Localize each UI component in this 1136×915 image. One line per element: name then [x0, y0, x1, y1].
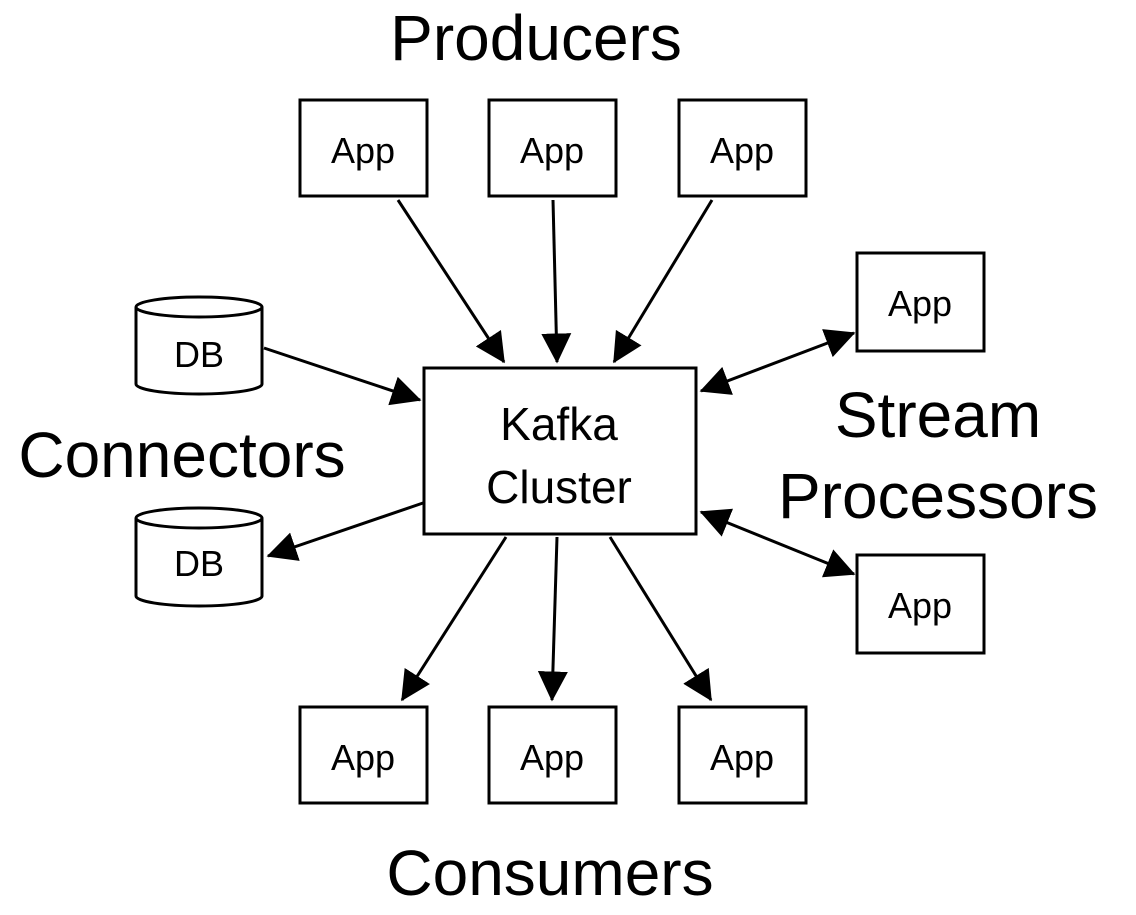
producer-app-1: App — [298, 98, 429, 198]
connector-db-1: DB — [134, 295, 264, 396]
consumer-arrows — [400, 536, 713, 702]
kafka-cluster-label-line2: Cluster — [486, 461, 632, 513]
kafka-cluster-label-line1: Kafka — [500, 398, 618, 450]
consumers-label: Consumers — [386, 837, 713, 909]
consumer-app-3-label: App — [710, 737, 774, 778]
producer-app-3: App — [677, 98, 808, 198]
consumer-app-2-label: App — [520, 737, 584, 778]
stream-processors-label-line2: Processors — [778, 460, 1098, 532]
consumer-app-3: App — [677, 705, 808, 805]
producers-label: Producers — [390, 2, 682, 74]
connector-db-2-label: DB — [174, 543, 224, 584]
producer-app-2: App — [487, 98, 618, 198]
arrow-db-in — [263, 346, 422, 406]
arrow-consumer-2 — [537, 536, 568, 702]
arrow-producer-1 — [396, 199, 506, 364]
stream-processors-label-line1: Stream — [835, 379, 1041, 451]
producer-arrows — [396, 199, 714, 364]
consumer-app-1: App — [298, 705, 429, 805]
arrow-consumer-3 — [608, 536, 713, 702]
consumer-app-2: App — [487, 705, 618, 805]
connector-db-2: DB — [134, 506, 264, 608]
stream-processor-app-1: App — [855, 251, 986, 353]
kafka-cluster-box: Kafka Cluster — [422, 366, 698, 536]
arrow-stream-2 — [699, 508, 856, 578]
connector-db-1-label: DB — [174, 334, 224, 375]
producer-app-1-label: App — [331, 130, 395, 171]
arrow-db-out — [266, 501, 424, 561]
connectors-label: Connectors — [18, 419, 345, 491]
stream-processor-app-2-label: App — [888, 585, 952, 626]
producer-app-2-label: App — [520, 130, 584, 171]
stream-arrows — [699, 329, 856, 578]
arrow-stream-1 — [699, 329, 856, 395]
stream-processor-app-1-label: App — [888, 283, 952, 324]
arrow-producer-3 — [612, 199, 714, 364]
connector-arrows — [263, 346, 424, 561]
arrow-consumer-1 — [400, 536, 508, 702]
producer-app-3-label: App — [710, 130, 774, 171]
consumer-app-1-label: App — [331, 737, 395, 778]
arrow-producer-2 — [541, 199, 572, 364]
stream-processor-app-2: App — [855, 553, 986, 655]
